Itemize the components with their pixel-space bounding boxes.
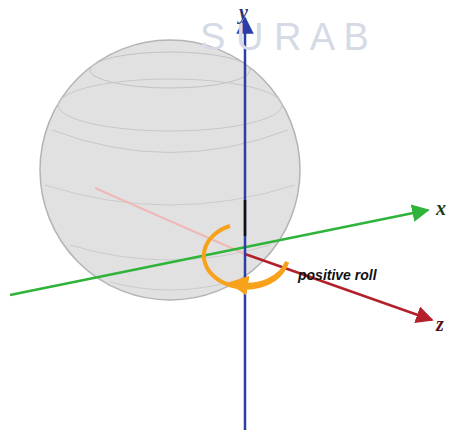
x-axis	[10, 210, 428, 295]
axis-label: y	[239, 2, 248, 22]
sphere	[40, 40, 300, 300]
y-axis	[244, 18, 247, 430]
callout-label: positive roll	[298, 268, 377, 282]
roll-arrow	[204, 226, 287, 288]
axis-label: z	[436, 314, 444, 334]
hidden-z-axis	[95, 188, 245, 254]
watermark: S U R A B	[200, 18, 369, 56]
axis-label: x	[436, 198, 446, 218]
roll-arrow-head	[238, 262, 287, 285]
z-axis	[245, 254, 432, 320]
y-axis-inner	[244, 200, 247, 236]
